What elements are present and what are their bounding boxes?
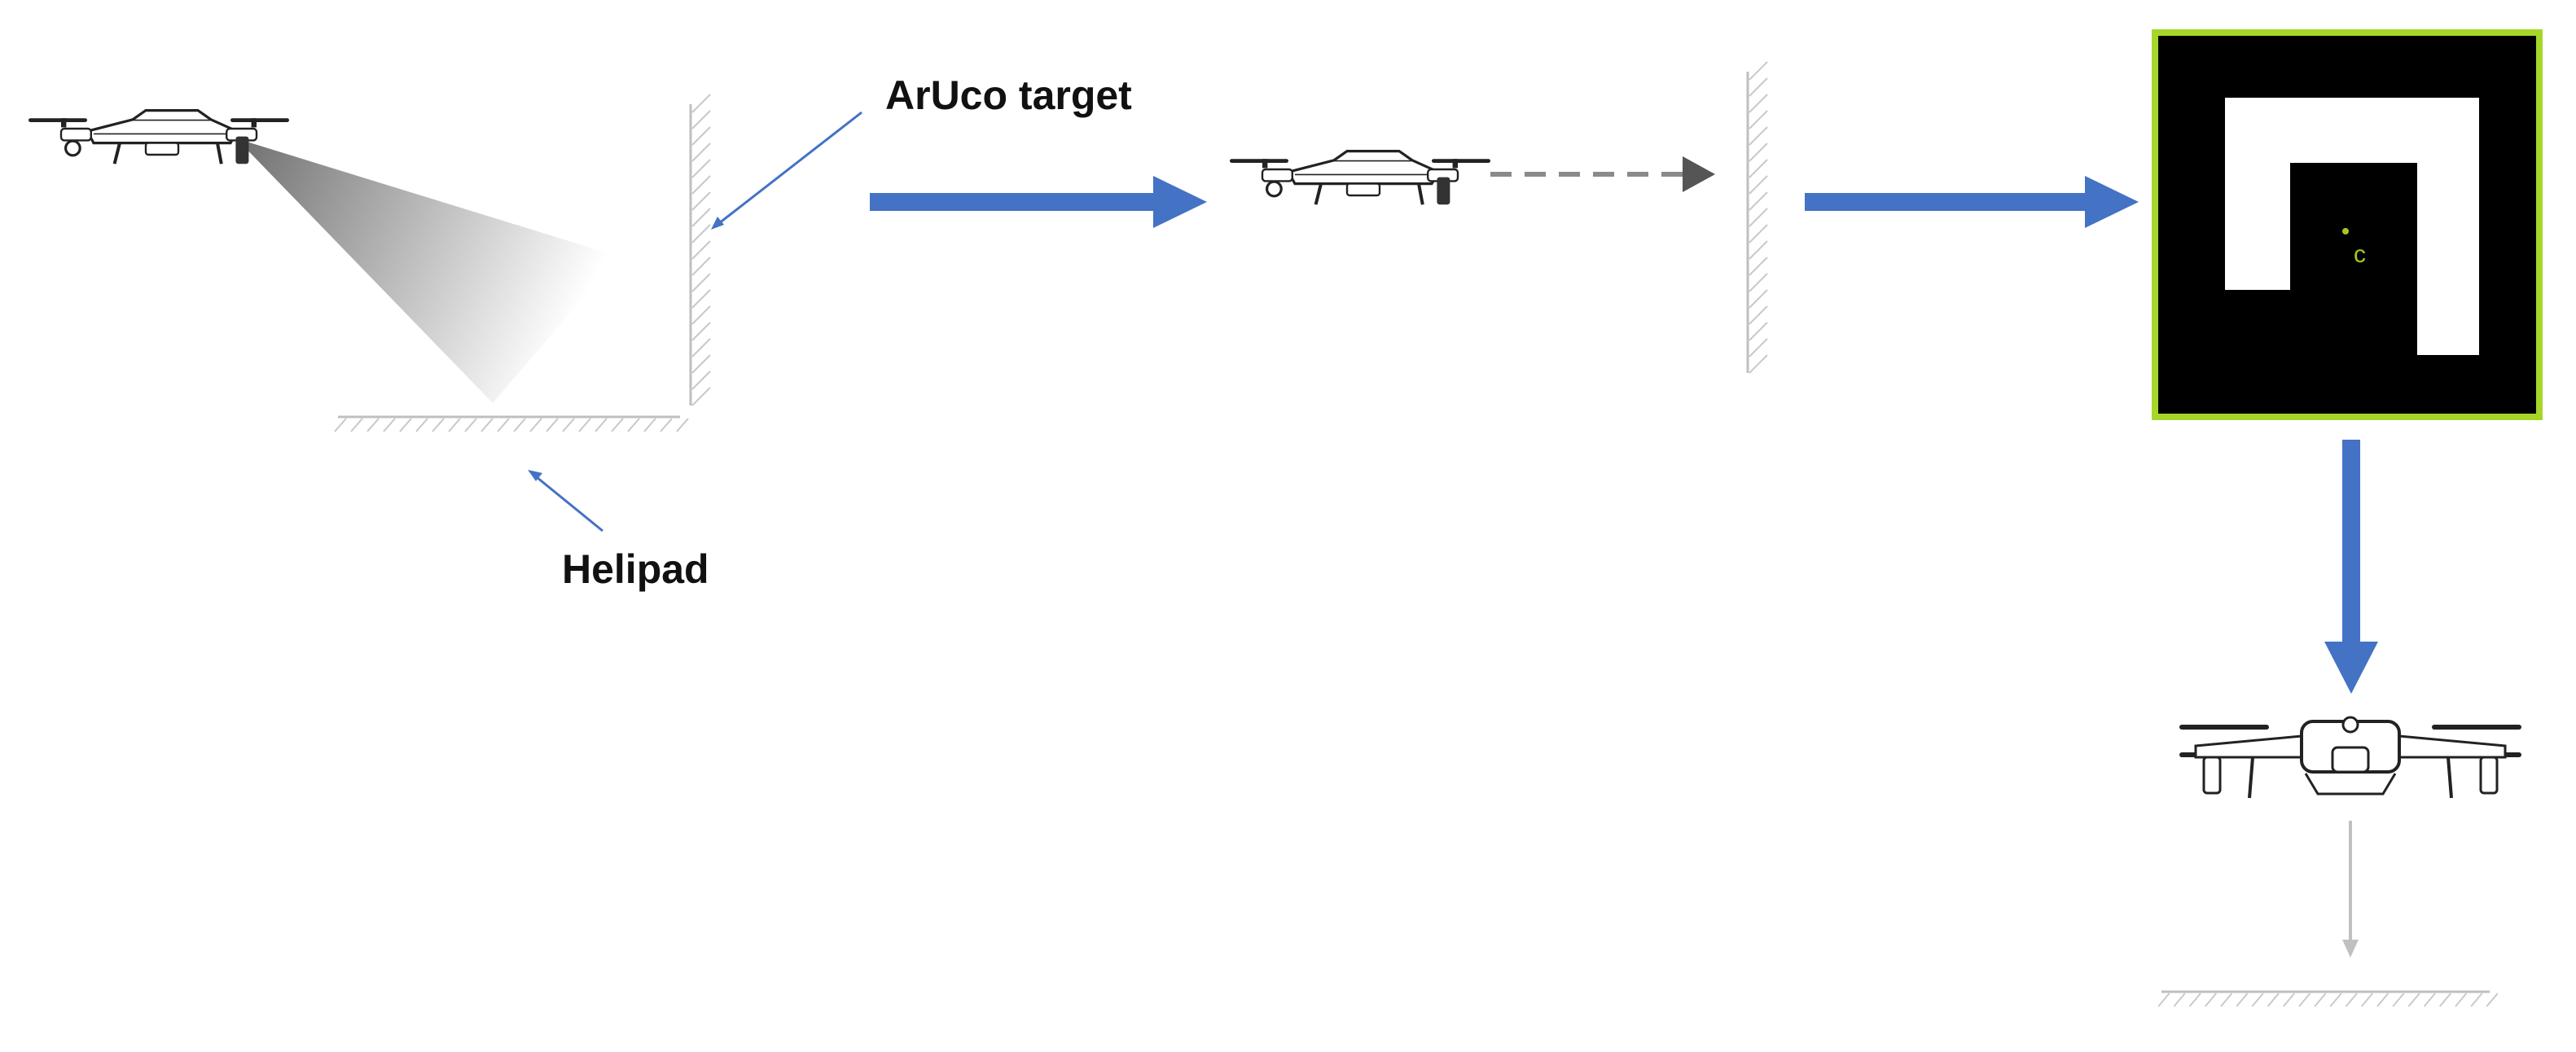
drone-icon	[1230, 151, 1490, 205]
marker-center-label: c	[2354, 241, 2366, 268]
flow-arrow-3	[2324, 440, 2378, 694]
aruco-marker: c	[2152, 29, 2543, 420]
drone-icon	[29, 111, 289, 164]
helipad-callout	[532, 472, 603, 533]
hatched-wall	[689, 93, 712, 407]
helipad-callout-head	[528, 470, 542, 481]
drone-icon	[2178, 716, 2523, 800]
aruco-target-callout	[714, 111, 862, 228]
camera-fov-cone	[236, 138, 619, 403]
hatched-wall	[1746, 60, 1769, 375]
hatched-ground	[2157, 990, 2499, 1008]
aruco-target-callout-head	[711, 217, 724, 230]
flow-arrow-2	[1805, 176, 2139, 228]
aruco-target-label: ArUco target	[885, 72, 1132, 118]
descent-arrow-head	[2342, 940, 2359, 958]
flow-arrow-1	[870, 176, 1207, 228]
dashed-approach-head	[1683, 156, 1715, 192]
helipad-label: Helipad	[562, 546, 709, 592]
hatched-ground	[333, 415, 690, 433]
